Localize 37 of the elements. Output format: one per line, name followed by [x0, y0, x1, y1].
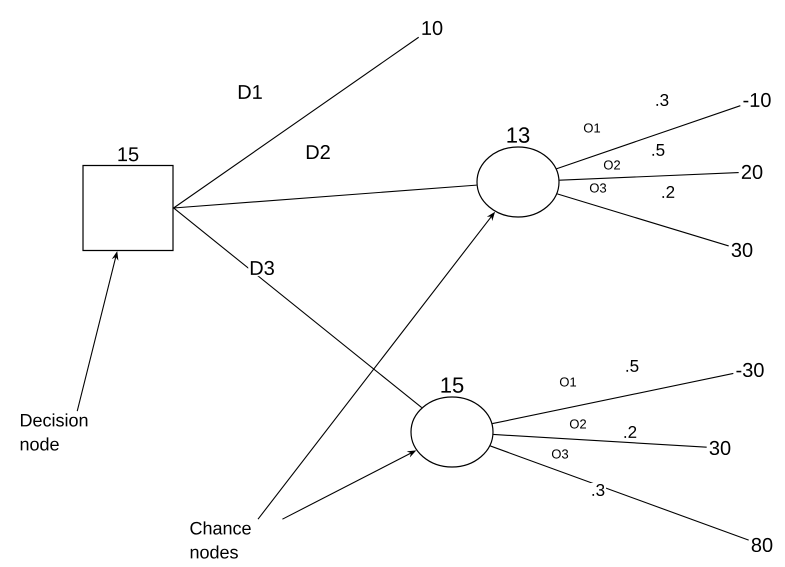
node-label: 13	[507, 127, 530, 143]
branch-line	[174, 184, 477, 209]
probability-label: .3	[590, 482, 606, 497]
payoff-value: 30	[732, 242, 752, 258]
edge-label: O3	[550, 448, 570, 460]
edge-label: O1	[582, 122, 602, 134]
node-label: 15	[441, 378, 464, 393]
node-label: 15	[118, 147, 138, 162]
payoff-value: 10	[422, 20, 442, 36]
branch-line	[173, 208, 422, 408]
probability-label: .5	[650, 143, 666, 157]
edge-label: O1	[558, 376, 578, 388]
edge-label: D1	[236, 84, 264, 100]
edge-label: O3	[588, 182, 608, 194]
branch-line	[490, 445, 749, 541]
branch-line	[557, 193, 729, 246]
annotation-text: Decision node	[20, 413, 88, 451]
probability-label: .5	[624, 359, 640, 373]
branch-line	[492, 372, 734, 424]
branch-line	[556, 105, 741, 170]
edge-label: D2	[304, 144, 332, 160]
branch-line	[493, 434, 707, 448]
branch-line	[173, 36, 419, 208]
payoff-value: 20	[742, 164, 762, 180]
probability-label: .2	[660, 185, 676, 199]
edge-label: O2	[568, 418, 588, 430]
edge-label: D3	[248, 260, 276, 276]
branch-line	[560, 172, 739, 181]
annotation-text: Chance nodes	[190, 521, 251, 559]
payoff-value: 80	[752, 538, 772, 552]
decision-box: 15	[82, 147, 174, 252]
payoff-value: -30	[736, 362, 764, 378]
probability-label: .3	[654, 92, 670, 107]
payoff-value: -10	[743, 92, 771, 108]
payoff-value: 30	[710, 440, 730, 456]
edge-label: O2	[602, 159, 622, 171]
probability-label: .2	[622, 425, 638, 439]
